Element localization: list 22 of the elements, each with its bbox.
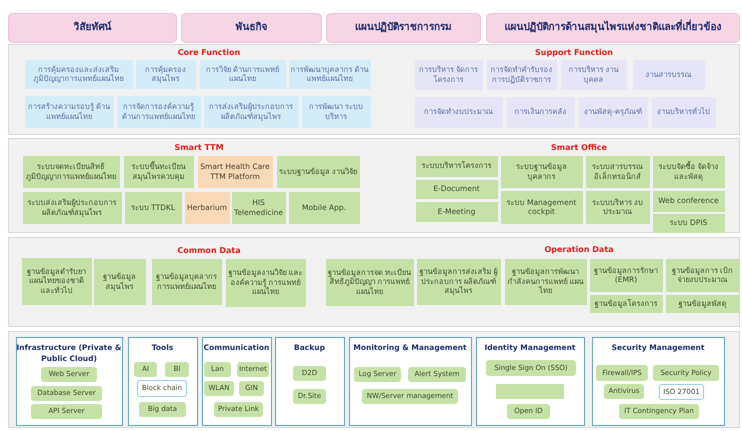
category-box — [348, 336, 472, 426]
category-box — [476, 336, 584, 426]
category-box — [274, 336, 344, 426]
header-tab: แผนปฏิบัติการด้านสมุนไพรแห่งชาติและที่เกี่ยวข้อง — [486, 13, 740, 43]
category-box — [592, 336, 724, 426]
section-heading: Core Function — [178, 48, 240, 58]
section-heading: Smart Office — [551, 143, 607, 153]
section-heading: Operation Data — [544, 245, 614, 255]
category-box — [16, 336, 122, 426]
header-tab: แผนปฏิบัติราชการกรม — [326, 13, 481, 43]
section-panel — [8, 44, 740, 135]
section-heading: Common Data — [177, 246, 241, 256]
section-panel — [8, 237, 740, 327]
section-heading: Smart TTM — [174, 143, 224, 153]
category-box — [202, 336, 272, 426]
category-box — [128, 336, 198, 426]
header-tab: พันธกิจ — [181, 13, 322, 43]
section-panel — [8, 331, 740, 428]
section-panel — [8, 138, 740, 233]
header-tab: วิสัยทัศน์ — [8, 13, 177, 43]
item-box — [496, 384, 564, 399]
section-heading: Support Function — [535, 48, 613, 58]
